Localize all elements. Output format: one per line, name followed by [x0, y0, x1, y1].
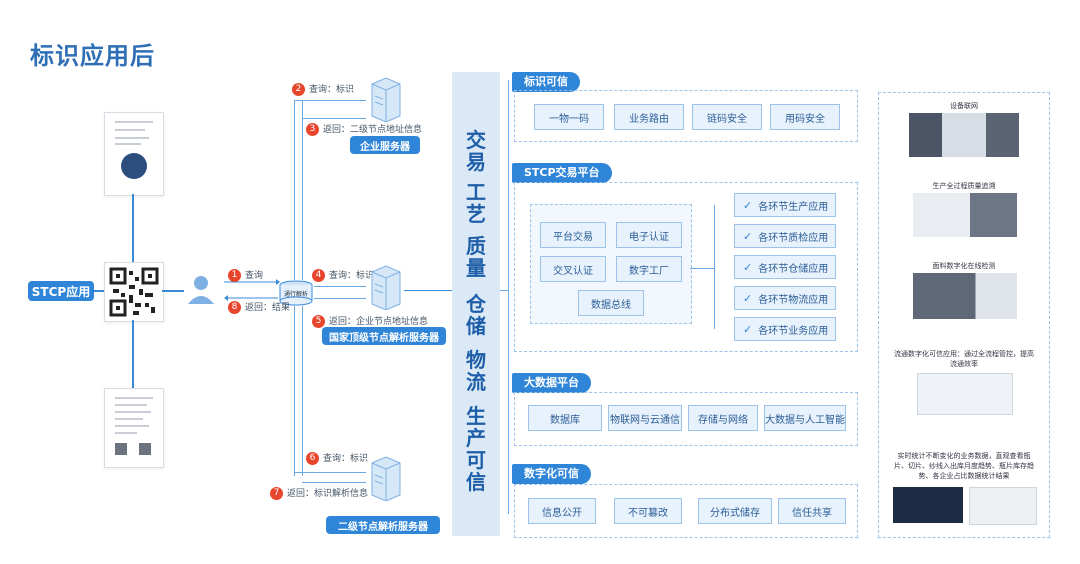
- col-char: 可: [466, 448, 486, 472]
- top-level-server-tag: 国家顶级节点解析服务器: [322, 327, 446, 345]
- col-char: 交: [466, 128, 486, 152]
- user-resolver-arrows: [224, 279, 280, 301]
- col-char: 生: [466, 404, 486, 428]
- col-char: 易: [466, 150, 486, 174]
- user-icon: [186, 272, 220, 306]
- qr-code-image: [104, 262, 164, 322]
- stcp-app-item: ✓各环节业务应用: [734, 317, 836, 341]
- device-network-screenshot: [909, 113, 1019, 157]
- showcase-caption: 面料数字化在线检测: [932, 262, 996, 270]
- stcp-panel: [514, 182, 858, 352]
- resolver-label: 通行解析: [283, 291, 308, 298]
- stcp-app-item: ✓各环节仓储应用: [734, 255, 836, 279]
- stcp-item: 数字工厂: [616, 256, 682, 282]
- showcase-caption: 流通数字化可信应用：通过全流程管控，提高流通效率: [894, 350, 1034, 368]
- stcp-item: 交叉认证: [540, 256, 606, 282]
- stcp-app-item: ✓各环节物流应用: [734, 286, 836, 310]
- identity-panel-title: 标识可信: [512, 72, 580, 92]
- seal-icon: [121, 153, 147, 179]
- identity-item: 业务路由: [614, 104, 684, 130]
- check-icon: ✓: [743, 260, 753, 274]
- col-char: 质: [466, 234, 486, 258]
- digital-item: 不可篡改: [614, 498, 682, 524]
- second-level-server-icon: [368, 455, 402, 502]
- digital-panel: [514, 484, 858, 538]
- digital-item: 分布式储存: [698, 498, 772, 524]
- bigdata-panel-title: 大数据平台: [512, 373, 591, 393]
- fabric-inspection-screenshot: [913, 273, 1017, 319]
- bigdata-item: 物联网与云通信: [608, 405, 682, 431]
- digital-panel-title: 数字化可信: [512, 464, 591, 484]
- col-char: 信: [466, 470, 486, 494]
- col-char: 仓: [466, 292, 486, 316]
- identity-item: 用码安全: [770, 104, 840, 130]
- stcp-item: 数据总线: [578, 290, 644, 316]
- check-icon: ✓: [743, 229, 753, 243]
- certificate-document-bottom: [104, 388, 164, 468]
- stcp-app-item: ✓各环节质检应用: [734, 224, 836, 248]
- enterprise-server-tag: 企业服务器: [350, 136, 420, 154]
- col-char: 储: [466, 314, 486, 338]
- col-char: 产: [466, 426, 486, 450]
- check-icon: ✓: [743, 322, 753, 336]
- second-level-server-tag: 二级节点解析服务器: [326, 516, 440, 534]
- certificate-document-top: [104, 112, 164, 196]
- digital-item: 信任共享: [778, 498, 846, 524]
- identity-item: 链码安全: [692, 104, 762, 130]
- dashboard-screenshot-left: [893, 487, 963, 523]
- identity-panel: [514, 90, 858, 142]
- digital-item: 信息公开: [528, 498, 596, 524]
- col-char: 艺: [466, 202, 486, 226]
- quality-tracing-screenshot: [913, 193, 1017, 237]
- top-level-server-icon: [368, 264, 402, 311]
- page-title: 标识应用后: [30, 42, 155, 70]
- bigdata-item: 存储与网络: [688, 405, 758, 431]
- stcp-item: 平台交易: [540, 222, 606, 248]
- stcp-item: 电子认证: [616, 222, 682, 248]
- enterprise-server-icon: [368, 76, 402, 123]
- stcp-app-tag: STCP应用: [28, 281, 94, 301]
- col-char: 工: [466, 180, 486, 204]
- col-char: 流: [466, 370, 486, 394]
- col-char: 物: [466, 348, 486, 372]
- col-char: 量: [466, 256, 486, 280]
- circulation-screenshot: [917, 373, 1013, 415]
- showcase-caption: 实时统计不断变化的业务数据，直观查看瓶片、切片、纱线入出库月度趋势、瓶片库存趋势…: [894, 452, 1034, 480]
- showcase-caption: 生产全过程质量追溯: [932, 182, 996, 190]
- identity-item: 一物一码: [534, 104, 604, 130]
- check-icon: ✓: [743, 198, 753, 212]
- check-icon: ✓: [743, 291, 753, 305]
- application-showcase-panel: 设备联网 生产全过程质量追溯 面料数字化在线检测 流通数字化可信应用：通过全流程…: [878, 92, 1050, 538]
- dashboard-screenshot-right: [969, 487, 1037, 525]
- showcase-caption: 设备联网: [950, 102, 978, 110]
- bigdata-panel: [514, 392, 858, 446]
- bigdata-item: 数据库: [528, 405, 602, 431]
- center-domain-column: 交 易 工 艺 质 量 仓 储 物 流 生 产 可 信: [452, 72, 500, 536]
- bigdata-item: 大数据与人工智能: [764, 405, 846, 431]
- resolver-database: 通行解析: [278, 280, 314, 306]
- stcp-panel-title: STCP交易平台: [512, 163, 612, 183]
- stcp-app-item: ✓各环节生产应用: [734, 193, 836, 217]
